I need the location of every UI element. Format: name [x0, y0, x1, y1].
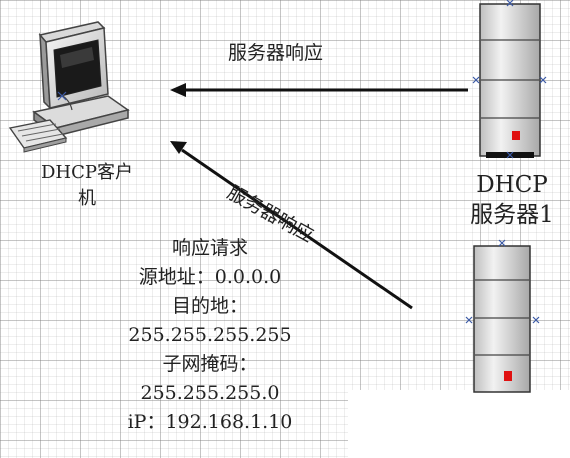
- request-info-block: 响应请求 源地址：0.0.0.0 目的地： 255.255.255.255 子网…: [100, 234, 320, 437]
- server-1-icon: [479, 3, 541, 158]
- server-1-label-line-2: 服务器1: [470, 202, 554, 228]
- client-label-line-2: 机: [78, 188, 96, 209]
- server-2-handle-icons: [465, 239, 540, 324]
- request-ip-address: iP：192.168.1.10: [127, 411, 293, 433]
- client-handle-icon: [57, 91, 67, 101]
- server-response-arrow-top: [170, 83, 468, 97]
- request-subnet-mask-label: 子网掩码：: [162, 353, 258, 375]
- request-destination-label: 目的地：: [171, 295, 248, 317]
- server-1-label: DHCP 服务器1: [462, 170, 562, 230]
- request-title: 响应请求: [171, 237, 248, 259]
- request-source-address: 源地址：0.0.0.0: [138, 266, 282, 288]
- top-arrow-label: 服务器响应: [228, 42, 324, 64]
- server-1-handle-icons: [472, 0, 547, 159]
- server-response-arrow-diagonal: [170, 141, 413, 310]
- server-2-icon: [473, 245, 531, 393]
- client-label: DHCP客户 机: [22, 160, 152, 212]
- blank-corner: [348, 390, 570, 458]
- request-subnet-mask-value: 255.255.255.0: [140, 382, 280, 404]
- server-1-label-line-1: DHCP: [476, 172, 548, 198]
- client-computer-icon: [8, 21, 130, 153]
- request-destination-value: 255.255.255.255: [128, 324, 292, 346]
- client-label-line-1: DHCP客户: [40, 162, 133, 183]
